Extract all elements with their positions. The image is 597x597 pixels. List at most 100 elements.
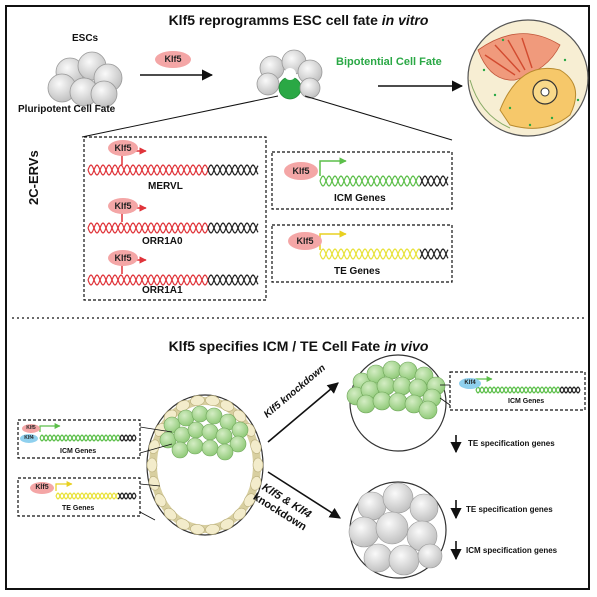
blasto-te-promoter (55, 481, 73, 491)
icm-cell (187, 421, 205, 439)
mervl-label: MERVL (148, 181, 183, 192)
te-pointer-2 (139, 511, 156, 521)
mervl-klf5-bubble: Klf5 (108, 140, 138, 156)
te-genes-label: TE Genes (334, 266, 381, 277)
te-helix (319, 248, 449, 260)
zoom-line-left (81, 95, 279, 138)
kd2-effect-icm: ICM specification genes (466, 546, 558, 555)
arrow-klf5-bubble: Klf5 (155, 51, 191, 68)
icm-promoter-arrow (319, 157, 347, 176)
pluripotent-label: Pluripotent Cell Fate (18, 104, 116, 115)
te-cell (190, 523, 205, 535)
icm-cell (201, 439, 219, 457)
klf5-kd-embryo (346, 354, 447, 452)
kd2-effect-te: TE specification genes (466, 505, 553, 514)
icm-cell (231, 421, 249, 439)
kd2-grey-cell (388, 544, 420, 576)
te-cell (146, 457, 158, 473)
kd2-grey-cell (375, 511, 409, 545)
te-cell (243, 493, 256, 507)
icm-pointer (139, 426, 173, 433)
te-cell (220, 400, 235, 412)
kd1-icm-label: ICM Genes (508, 398, 545, 405)
te-promoter-arrow (319, 230, 347, 250)
te-cell (205, 523, 220, 535)
esc-cluster (47, 51, 123, 108)
icm-cell (191, 405, 209, 423)
te-klf5-bubble: Klf5 (288, 232, 322, 250)
te-cell (190, 395, 205, 407)
kd1-icm-cell (372, 391, 392, 411)
erv-group-label: 2C-ERVs (26, 150, 41, 205)
blasto-te-klf5: Klf5 (30, 482, 54, 494)
mervl-helix (87, 164, 259, 176)
te-cell (205, 395, 220, 407)
te-pointer (139, 483, 161, 487)
orr1a1-klf5-bubble: Klf5 (108, 250, 138, 266)
icm-cell (215, 427, 233, 445)
icm-genes-label: ICM Genes (334, 193, 386, 204)
embryo-illustration (467, 19, 589, 137)
blasto-icm-box (17, 419, 141, 459)
double-kd-embryo (348, 481, 447, 579)
te-cell (233, 409, 247, 423)
icm-helix (319, 175, 449, 187)
kd2-grey-cell (348, 516, 380, 548)
icm-cell (171, 441, 189, 459)
kd1-icm-cell (392, 376, 412, 396)
kd1-klf4: Klf4 (459, 378, 481, 389)
top-title: Klf5 reprogramms ESC cell fate in vitro (168, 12, 429, 28)
bipotential-label: Bipotential Cell Fate (336, 56, 442, 68)
te-genes-box (271, 224, 453, 283)
icm-genes-box (271, 151, 453, 210)
kd1-icm-cell (356, 394, 376, 414)
blasto-icm-label: ICM Genes (60, 448, 97, 455)
erv-box (83, 136, 267, 301)
icm-cell (229, 435, 247, 453)
kd1-icm-box (449, 371, 586, 411)
orr1a1-label: ORR1A1 (142, 285, 183, 296)
orr1a1-helix (87, 274, 259, 286)
icm-cell (186, 437, 204, 455)
blastocyst (146, 394, 264, 536)
icm-cell (205, 407, 223, 425)
escs-label: ESCs (72, 33, 99, 44)
kd1-effect: TE specification genes (468, 439, 555, 448)
blasto-icm-klf5: Klf5 (22, 424, 40, 433)
blasto-icm-promoter (39, 425, 56, 432)
kd2-grey-cell (409, 493, 439, 523)
icm-cell (216, 443, 234, 461)
te-cell (154, 493, 167, 507)
blasto-icm-klf4: Klf4 (20, 434, 38, 443)
icm-klf5-bubble: Klf5 (284, 162, 318, 180)
dna-helices (39, 164, 581, 500)
kd2-grey-cell (382, 482, 414, 514)
kd1-icm-cell (418, 400, 438, 420)
icm-cell (201, 423, 219, 441)
blasto-te-helix (55, 492, 137, 500)
icm-pointer-2 (139, 443, 173, 454)
double-knockdown-arrow (267, 471, 341, 519)
te-cell (252, 457, 264, 473)
te-cell (233, 507, 247, 521)
kd1-icm-cell (388, 392, 408, 412)
te-cell (250, 439, 262, 454)
kd2-grey-cell (363, 543, 393, 573)
kd1-icm-cell (382, 360, 402, 380)
blasto-te-label: TE Genes (62, 505, 95, 512)
te-cell (163, 507, 177, 521)
klf5-knockdown-arrow (267, 382, 339, 443)
zoom-line-right (304, 95, 453, 141)
te-cell (175, 518, 190, 530)
blasto-icm-promoter-green (39, 423, 61, 432)
bipotential-cluster (256, 49, 323, 100)
kd2-grey-cell (417, 543, 443, 569)
orr1a0-klf5-bubble: Klf5 (108, 198, 138, 214)
orr1a0-label: ORR1A0 (142, 236, 183, 247)
icm-cell (173, 426, 191, 444)
blasto-te-box (17, 477, 141, 517)
te-cell (250, 476, 262, 491)
kd1-helix (475, 386, 581, 394)
te-cell (220, 518, 235, 530)
